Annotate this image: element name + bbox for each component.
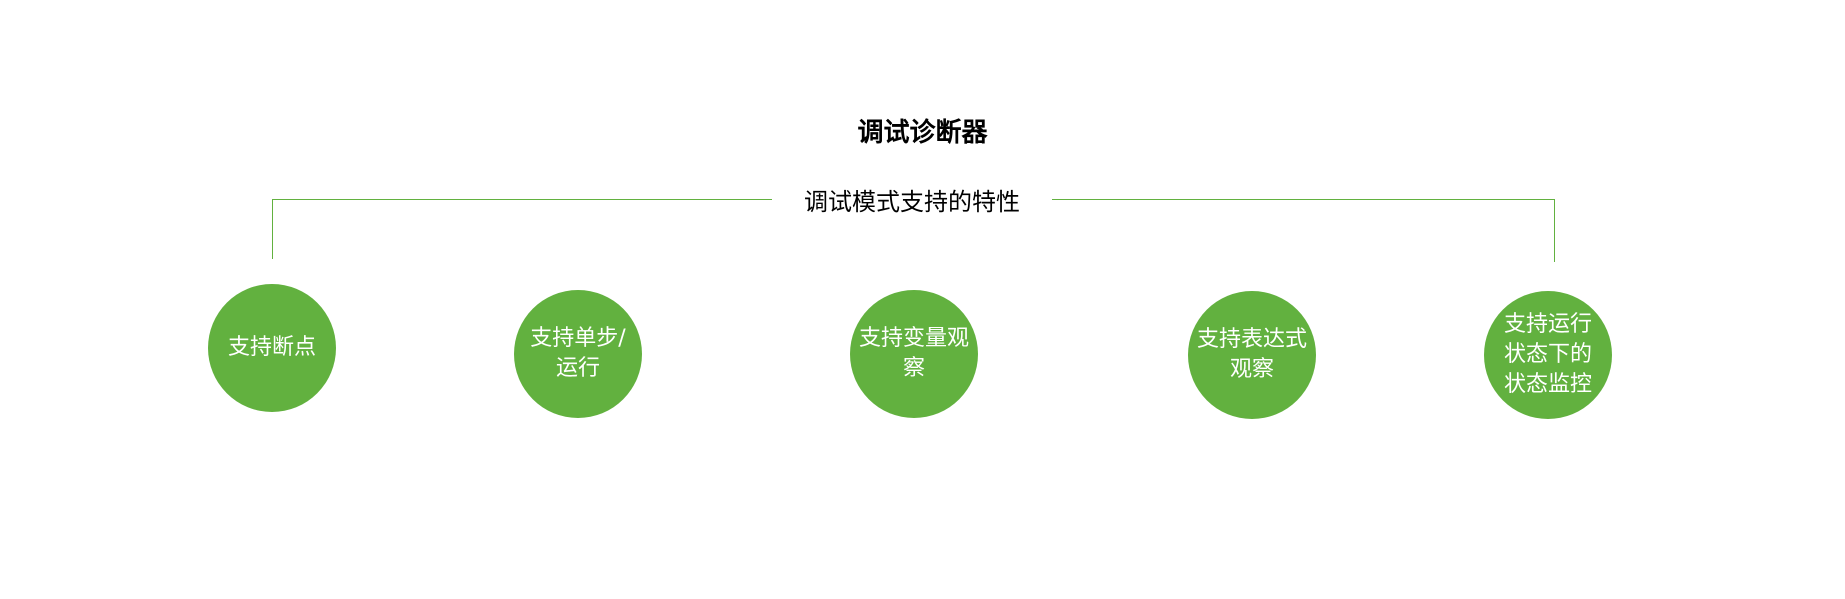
subtitle: 调试模式支持的特性 [772,182,1052,217]
feature-label: 支持断点 [227,335,316,360]
feature-breakpoint: 支持断点 [208,284,336,412]
feature-runtime-monitor: 支持运行状态下的状态监控 [1484,291,1612,419]
connector-left [272,199,273,259]
feature-label: 支持单步/运行 [530,326,626,381]
diagram-title: 调试诊断器 [857,118,988,148]
feature-label: 支持运行状态下的状态监控 [1503,312,1592,397]
feature-expression-watch: 支持表达式观察 [1188,291,1316,419]
feature-step-run: 支持单步/运行 [514,290,642,418]
feature-variable-watch: 支持变量观察 [850,290,978,418]
connector-right [1554,199,1555,262]
feature-label: 支持表达式观察 [1197,327,1308,382]
feature-label: 支持变量观察 [859,326,970,381]
